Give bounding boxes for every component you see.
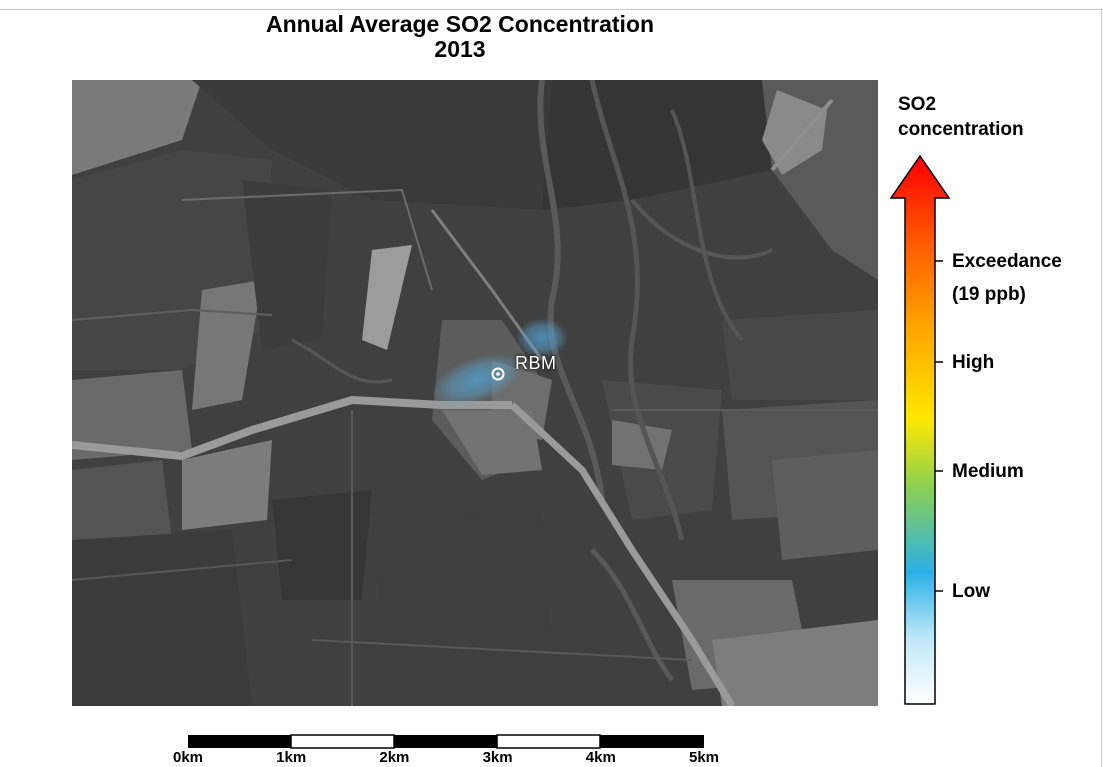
field-patch xyxy=(192,80,552,210)
field-patch xyxy=(762,90,827,175)
scale-segment xyxy=(188,735,291,748)
scale-tick-label: 3km xyxy=(482,749,513,766)
legend-label-low: Low xyxy=(952,581,990,602)
satellite-imagery xyxy=(72,80,878,706)
legend-label-exceedance: Exceedance xyxy=(952,251,1062,272)
scale-tick-label: 4km xyxy=(585,749,616,766)
map-title-line2: 2013 xyxy=(434,36,486,62)
field-patch xyxy=(772,450,878,560)
field-patch xyxy=(722,310,878,400)
town-area xyxy=(712,620,878,706)
scale-segment xyxy=(394,735,497,748)
scale-tick-label: 1km xyxy=(276,749,307,766)
site-label: RBM xyxy=(515,353,557,373)
map-title: Annual Average SO2 Concentration 2013 xyxy=(160,12,760,62)
concentration-color-arrow xyxy=(889,155,951,705)
legend-label-medium: Medium xyxy=(952,461,1024,482)
field-patch xyxy=(72,370,192,460)
field-patch xyxy=(72,530,252,706)
scale-bar xyxy=(188,734,704,749)
main-road xyxy=(509,402,735,706)
field-patch xyxy=(72,460,172,540)
map-title-line1: Annual Average SO2 Concentration xyxy=(265,11,655,37)
frame-right-border xyxy=(1101,9,1102,767)
field-patch xyxy=(362,245,412,350)
legend-label-exceedance-value: (19 ppb) xyxy=(952,284,1026,305)
field-patch xyxy=(182,440,272,530)
scale-tick-label: 2km xyxy=(379,749,410,766)
scale-segment xyxy=(290,734,395,749)
legend-title-line2: concentration xyxy=(898,119,1024,140)
industrial-area xyxy=(442,410,542,475)
site-marker-dot xyxy=(496,372,500,376)
legend-arrow-shape xyxy=(889,155,951,705)
field-patch xyxy=(612,420,672,470)
field-patch xyxy=(272,490,372,600)
satellite-map[interactable] xyxy=(72,80,878,706)
legend-label-high: High xyxy=(952,352,995,373)
field-patch xyxy=(242,180,332,350)
site-marker-ring xyxy=(491,367,505,381)
scale-tick-label: 5km xyxy=(688,749,720,766)
legend-title: SO2 concentration xyxy=(898,92,1024,142)
frame-top-border xyxy=(0,9,1103,10)
scale-tick-label: 0km xyxy=(172,749,204,766)
field-patch xyxy=(372,510,552,640)
so2-plume xyxy=(516,318,568,358)
legend-title-line1: SO2 xyxy=(898,94,937,115)
field-patch xyxy=(72,80,202,175)
scale-segment xyxy=(600,735,704,748)
so2-plume xyxy=(431,353,523,407)
scale-segment xyxy=(496,734,601,749)
